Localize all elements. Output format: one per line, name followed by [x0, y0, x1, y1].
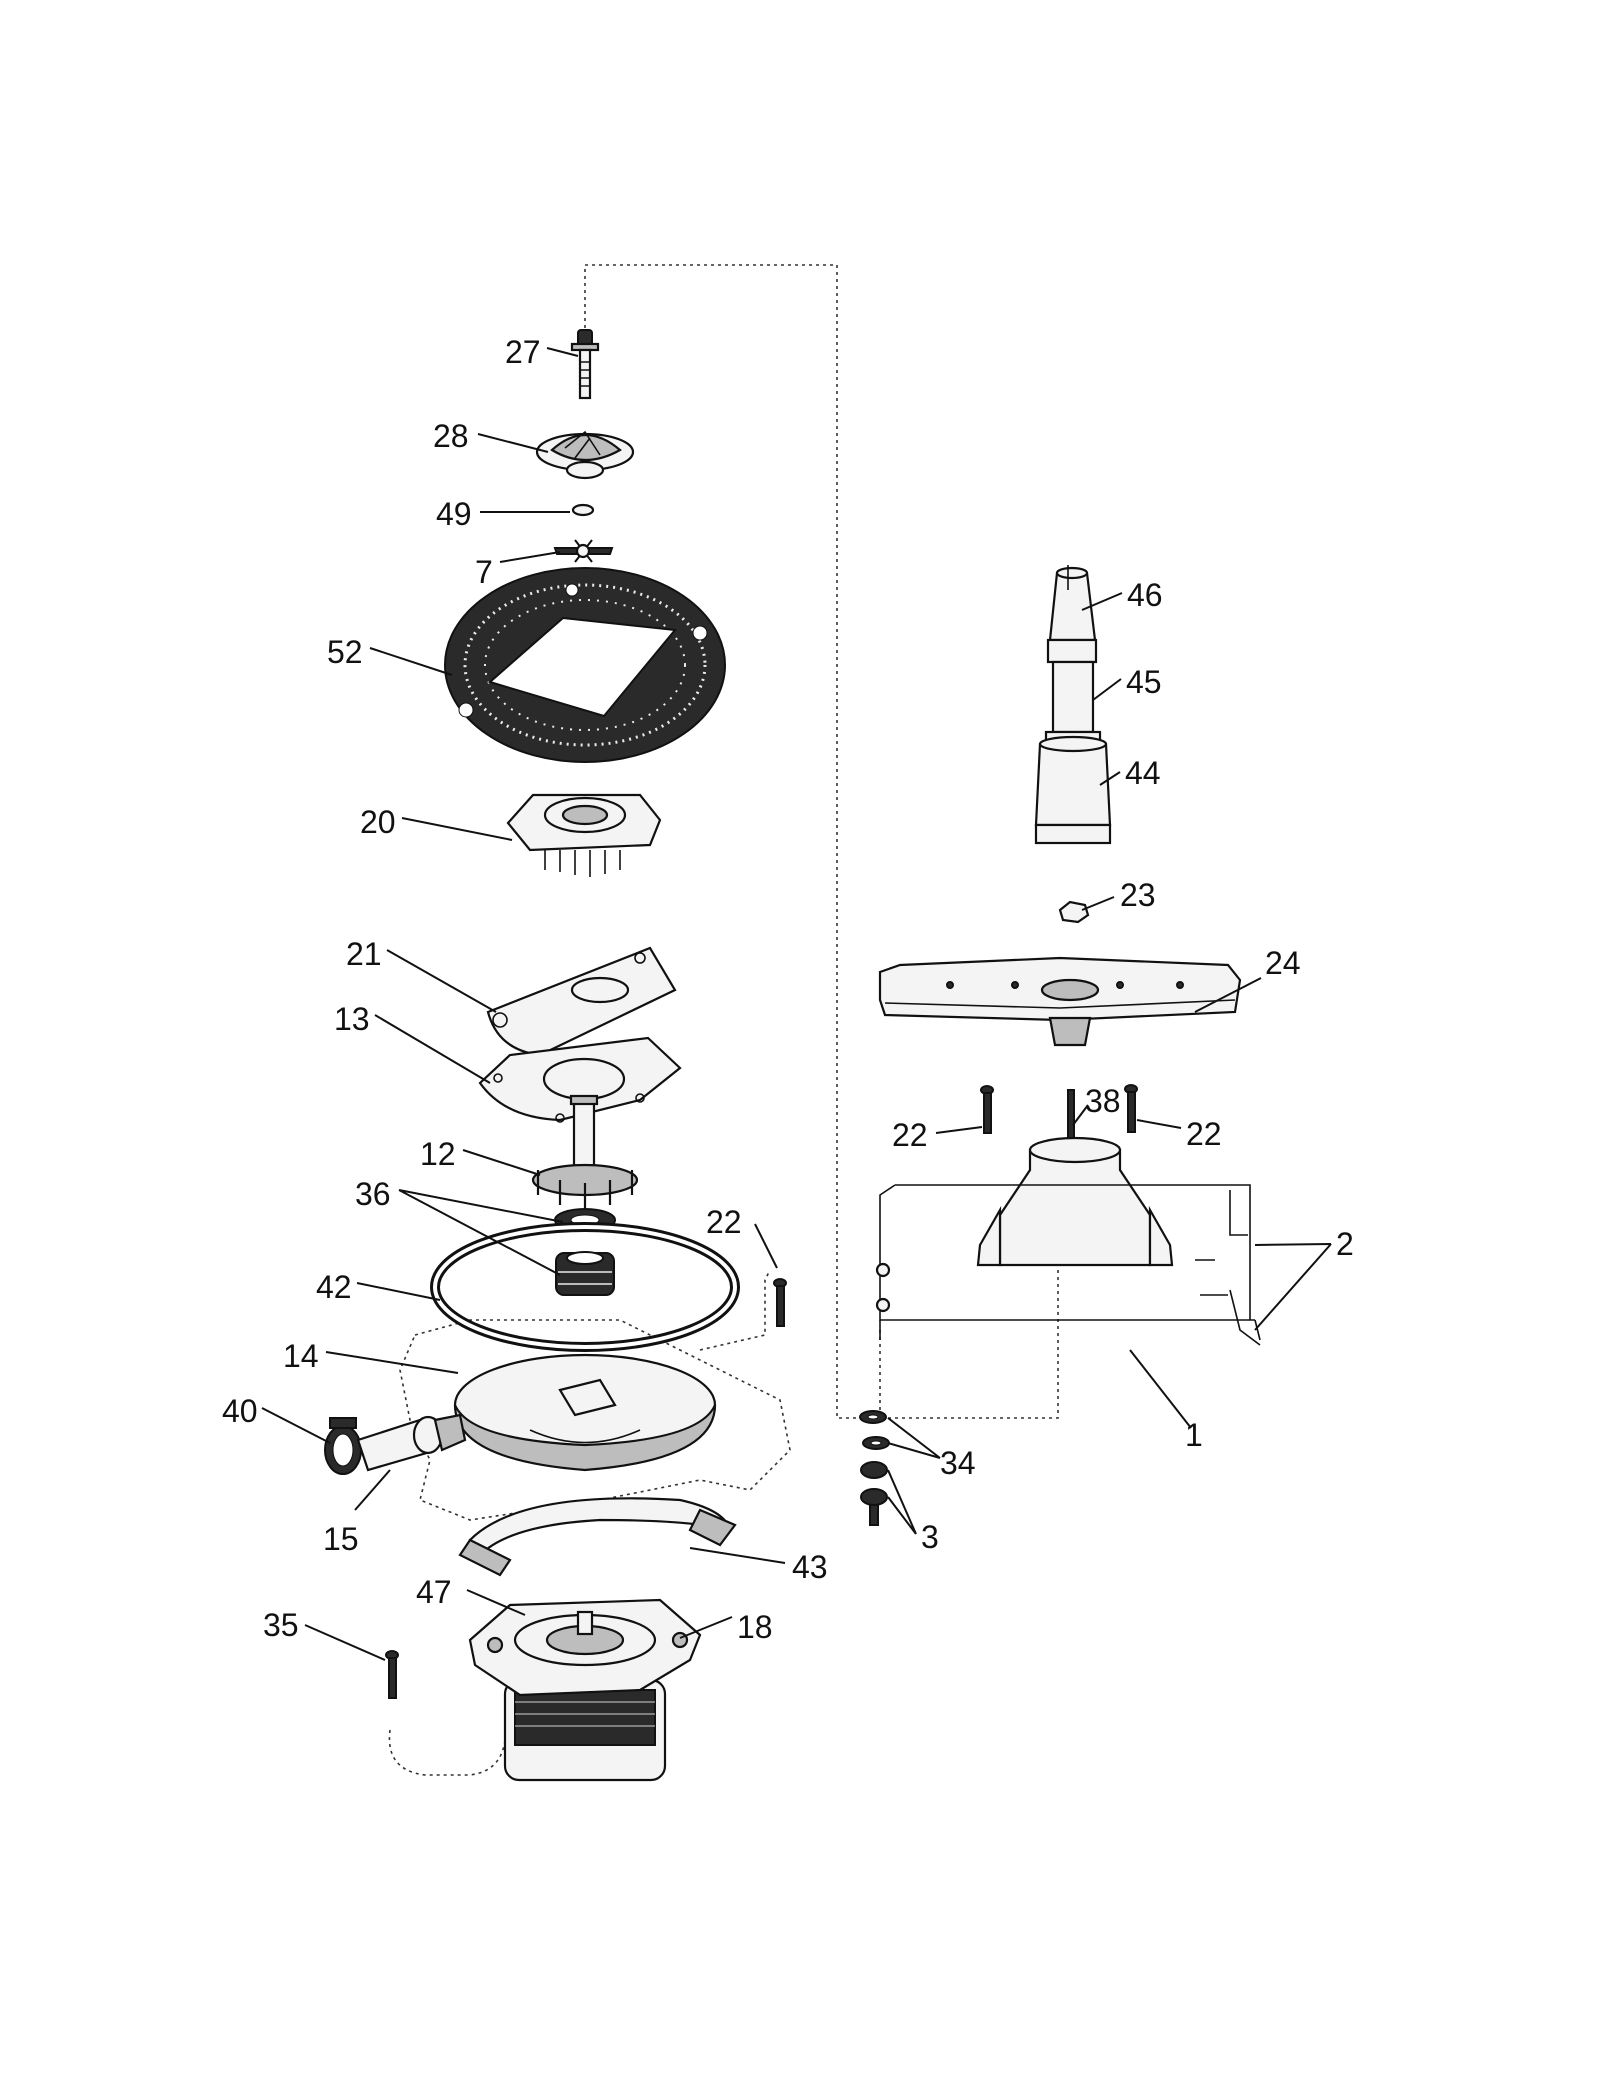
- part-21-gasket: [486, 946, 677, 1057]
- part-42-ring-gasket: [430, 1222, 740, 1352]
- part-1-frame: [875, 1184, 1261, 1341]
- part-27-bolt: [570, 329, 600, 400]
- part-20-pump-housing: [506, 793, 662, 877]
- callout-42: 42: [316, 1269, 352, 1305]
- part-43-retaining-ring: [458, 1497, 737, 1577]
- callout-12: 12: [420, 1136, 456, 1172]
- part-22-screw-left: [773, 1278, 787, 1327]
- part-35-screw: [385, 1650, 399, 1699]
- leader-lines: [261, 347, 1332, 1661]
- part-15-hose: [356, 1413, 467, 1472]
- callout-22-b: 22: [892, 1117, 928, 1153]
- callout-2: 2: [1336, 1226, 1354, 1262]
- callout-28: 28: [433, 418, 469, 454]
- part-28-impeller: [535, 430, 635, 480]
- callout-13: 13: [334, 1001, 370, 1037]
- callout-34: 34: [940, 1445, 976, 1481]
- callout-24: 24: [1265, 945, 1301, 981]
- callout-38: 38: [1085, 1083, 1121, 1119]
- part-49-o-ring: [571, 503, 595, 517]
- callout-23: 23: [1120, 877, 1156, 913]
- part-52-chopper-plate: [444, 567, 726, 763]
- part-23-nut: [1058, 900, 1090, 924]
- callout-46: 46: [1127, 577, 1163, 613]
- part-22-screw-center-right: [1124, 1084, 1138, 1133]
- callout-47: 47: [416, 1574, 452, 1610]
- part-18-motor: [468, 1598, 702, 1782]
- part-14-pump-base: [453, 1353, 717, 1472]
- callout-22-c: 22: [1186, 1116, 1222, 1152]
- part-36-seals: [554, 1208, 616, 1296]
- callout-35: 35: [263, 1607, 299, 1643]
- callout-18: 18: [737, 1609, 773, 1645]
- part-12-impeller-shaft: [531, 1094, 639, 1210]
- callout-20: 20: [360, 804, 396, 840]
- callout-14: 14: [283, 1338, 319, 1374]
- callout-52: 52: [327, 634, 363, 670]
- callout-21: 21: [346, 936, 382, 972]
- callout-1: 1: [1185, 1417, 1203, 1453]
- callout-43: 43: [792, 1549, 828, 1585]
- callout-3: 3: [921, 1519, 939, 1555]
- callout-49: 49: [436, 496, 472, 532]
- callout-36: 36: [355, 1176, 391, 1212]
- callout-15: 15: [323, 1521, 359, 1557]
- callout-27: 27: [505, 334, 541, 370]
- callout-labels: 27 28 49 7 52 20 21 13 12 36 22 42 14 40…: [222, 334, 1354, 1645]
- callout-45: 45: [1126, 664, 1162, 700]
- callout-7: 7: [475, 554, 493, 590]
- callout-44: 44: [1125, 755, 1161, 791]
- part-38-hub: [976, 1089, 1174, 1267]
- part-34-washers: [859, 1410, 890, 1450]
- part-40-clamp: [324, 1417, 362, 1475]
- part-22-screw-center-left: [980, 1085, 994, 1134]
- part-46-45-44-spray-tower: [1034, 565, 1112, 845]
- callout-40: 40: [222, 1393, 258, 1429]
- part-2-clips: [1195, 1190, 1261, 1346]
- part-3-nuts: [860, 1461, 888, 1526]
- part-7-spider: [553, 539, 614, 563]
- callout-22-a: 22: [706, 1204, 742, 1240]
- part-24-spray-arm: [878, 956, 1242, 1047]
